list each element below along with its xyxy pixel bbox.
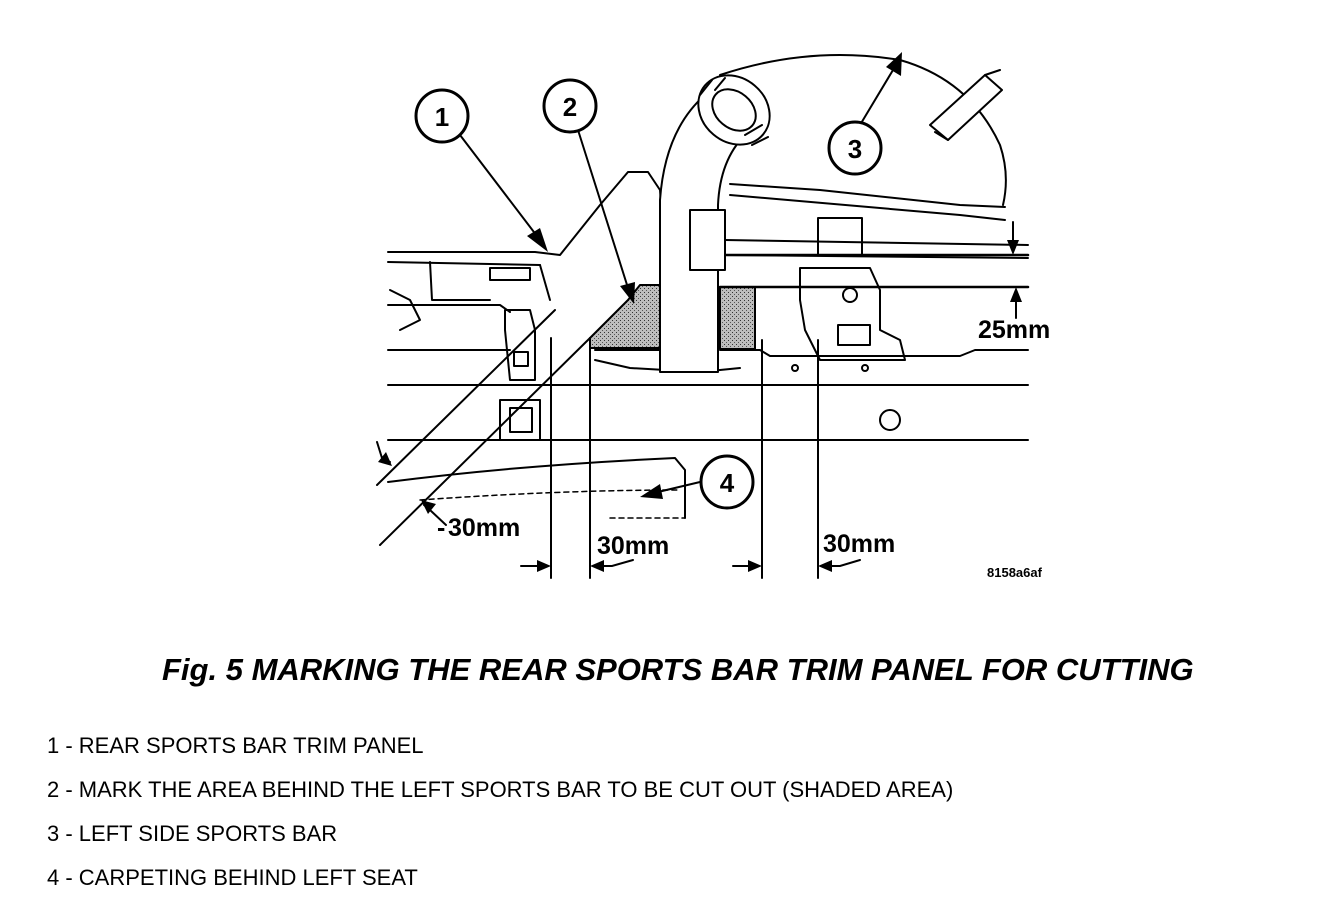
legend-item: 3 - LEFT SIDE SPORTS BAR xyxy=(47,821,338,846)
callout-4-leader-arrow xyxy=(640,481,701,499)
legend-item: 1 - REAR SPORTS BAR TRIM PANEL xyxy=(47,733,424,758)
callout-2-leader-arrow xyxy=(577,129,635,304)
dimension-25mm-label: 25mm xyxy=(978,316,1050,344)
trim-panel-outline xyxy=(387,171,1029,441)
callout-2-label: 2 xyxy=(563,92,577,122)
dimension-25mm-arrows xyxy=(1007,221,1022,319)
technical-illustration: 1 2 3 4 25mm 30mm 30mm 30mm - 8158a6af xyxy=(376,52,1050,580)
legend-item: 4 - CARPETING BEHIND LEFT SEAT xyxy=(47,865,418,890)
callout-3-label: 3 xyxy=(848,134,862,164)
figure-code: 8158a6af xyxy=(987,565,1043,580)
callout-1-leader-arrow xyxy=(459,134,548,252)
dimension-center-30mm-label: 30mm xyxy=(597,532,669,560)
sports-bar-tube xyxy=(659,74,771,373)
carpeting-outline xyxy=(387,457,686,519)
callout-1-label: 1 xyxy=(435,102,449,132)
callout-3-leader-arrow xyxy=(859,52,902,126)
shaded-cutout-left xyxy=(589,284,663,349)
callout-4-circle xyxy=(699,454,755,510)
figure-caption: Fig. 5 MARKING THE REAR SPORTS BAR TRIM … xyxy=(162,652,1194,687)
dimension-left-30mm-dash: - xyxy=(437,514,445,542)
dimension-left-30mm-arrows xyxy=(376,441,447,526)
dimension-left-30mm-label: 30mm xyxy=(448,514,520,542)
diagonal-cut-lines xyxy=(376,309,591,546)
sports-bar-hoop-piece xyxy=(929,74,1003,141)
mounting-bracket-left xyxy=(489,267,541,441)
mounting-bracket-right xyxy=(791,217,906,431)
shaded-cutout-right xyxy=(719,286,756,350)
callout-4-label: 4 xyxy=(720,468,735,498)
dimension-center-30mm-arrows xyxy=(520,559,634,572)
dimension-right-30mm-label: 30mm xyxy=(823,530,895,558)
dimension-right-30mm-arrows xyxy=(732,559,861,572)
callout-1-circle xyxy=(414,88,470,144)
callout-3-circle xyxy=(827,120,883,176)
callout-2-circle xyxy=(542,78,598,134)
legend-item: 2 - MARK THE AREA BEHIND THE LEFT SPORTS… xyxy=(47,777,954,802)
vertical-dimension-lines xyxy=(550,337,819,579)
sports-bar-arc xyxy=(719,54,1007,206)
legend-list: 1 - REAR SPORTS BAR TRIM PANEL 2 - MARK … xyxy=(47,732,953,908)
